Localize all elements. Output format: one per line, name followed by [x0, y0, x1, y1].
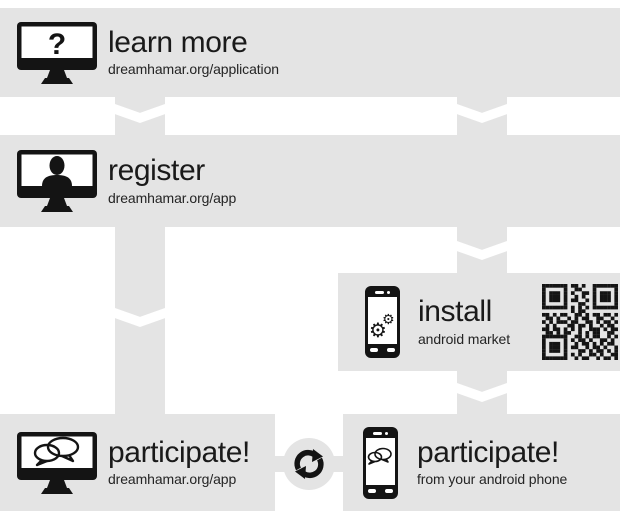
step-source: android market [418, 330, 510, 347]
chevron-down-icon [115, 104, 165, 123]
phone-button [385, 488, 393, 493]
step-title: participate! [417, 435, 559, 469]
chevron-down-icon [457, 383, 507, 402]
phone-camera [387, 291, 390, 294]
sync-badge [283, 438, 335, 490]
step-participate-web: participate! dreamhamar.org/app [0, 414, 275, 511]
step-install: ⚙ ⚙ install android market [338, 273, 620, 371]
phone-button [368, 488, 376, 493]
gear-icon: ⚙ [382, 312, 395, 328]
step-title: learn more [108, 25, 248, 59]
chevron-down-icon [115, 308, 165, 327]
step-learn-more: ? learn more dreamhamar.org/application [0, 8, 620, 97]
step-source: from your android phone [417, 471, 568, 487]
question-mark-glyph: ? [48, 28, 66, 61]
phone-camera [385, 431, 388, 435]
step-title: participate! [108, 435, 250, 469]
phone-gears-icon: ⚙ ⚙ [365, 286, 400, 358]
gear-icon: ⚙ [369, 318, 387, 342]
step-url: dreamhamar.org/application [108, 61, 279, 77]
user-shoulders [42, 175, 72, 186]
phone-chat-icon [363, 426, 398, 499]
monitor-chat-icon [17, 431, 97, 494]
phone-speaker [373, 431, 382, 435]
step-participate-phone: participate! from your android phone [343, 414, 620, 511]
phone-speaker [375, 291, 384, 294]
step-title: register [108, 154, 205, 187]
step-register: register dreamhamar.org/app [0, 135, 620, 227]
chat-bubbles [33, 436, 80, 466]
chevron-down-icon [457, 241, 507, 260]
chevron-down-icon [457, 104, 507, 123]
qr-code [542, 284, 618, 360]
step-title: install [418, 295, 492, 328]
step-url: dreamhamar.org/app [108, 471, 237, 487]
monitor-question-icon: ? [17, 21, 97, 84]
user-head [49, 156, 65, 175]
monitor-user-icon [17, 150, 97, 212]
sync-connector-left [271, 456, 285, 472]
phone-button [370, 348, 378, 352]
phone-button [387, 348, 395, 352]
chat-bubbles [367, 447, 392, 465]
step-url: dreamhamar.org/app [108, 189, 237, 206]
sync-arrows-icon [294, 449, 324, 479]
